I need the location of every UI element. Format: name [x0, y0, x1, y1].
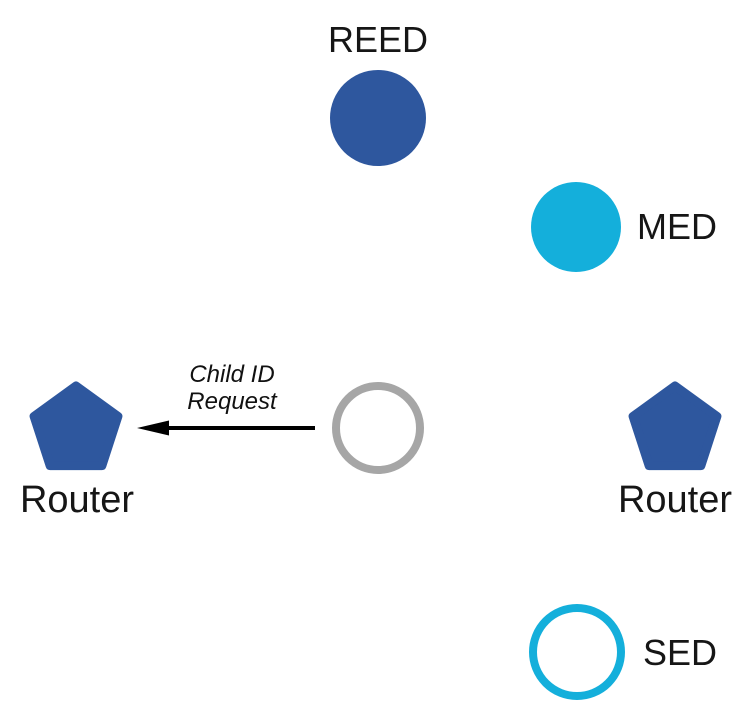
arrow-head — [137, 420, 169, 436]
child-id-request-label-line2: Request — [187, 388, 277, 415]
joining-node-circle — [332, 382, 424, 474]
med-label: MED — [637, 206, 717, 247]
reed-label: REED — [327, 19, 429, 60]
router-left-pentagon-shape — [29, 381, 123, 471]
router-right-pentagon-shape — [628, 381, 722, 471]
router-left-pentagon-icon — [29, 381, 123, 471]
router-right-pentagon-icon — [628, 381, 722, 471]
router-left-label: Router — [19, 479, 135, 521]
med-node-circle — [531, 182, 621, 272]
sed-node-circle — [529, 604, 625, 700]
child-id-request-label-line1: Child ID — [189, 361, 275, 388]
router-right-label: Router — [617, 479, 733, 521]
reed-node-circle — [330, 70, 426, 166]
child-id-request-label: Child ID Request — [187, 361, 276, 415]
sed-label: SED — [643, 632, 718, 673]
child-id-request-arrow — [137, 420, 315, 436]
